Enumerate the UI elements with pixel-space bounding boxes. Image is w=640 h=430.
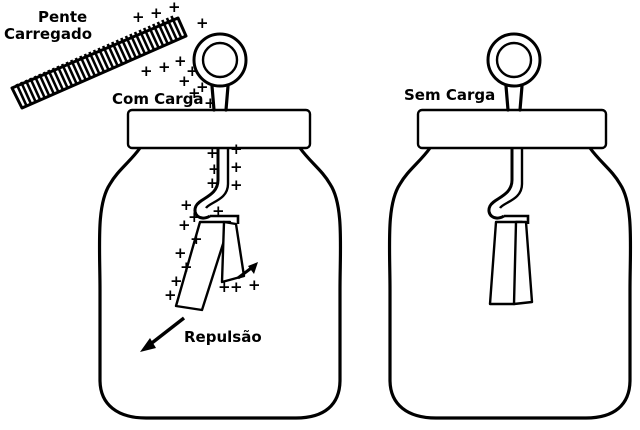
- positive-charge-symbol: +: [206, 144, 219, 162]
- comb-tooth: [170, 15, 183, 39]
- charged-comb: [10, 15, 188, 110]
- positive-charge-symbol: +: [158, 58, 171, 76]
- hook-rod: [193, 148, 220, 220]
- comb-tooth: [83, 53, 97, 77]
- comb-label-line1: Pente: [38, 8, 87, 26]
- comb-tooth: [156, 21, 169, 45]
- uncharged-state-label: Sem Carga: [404, 86, 495, 104]
- comb-tooth: [65, 61, 78, 85]
- positive-charge-symbol: +: [196, 78, 209, 96]
- comb-tooth: [152, 23, 165, 47]
- comb-tooth: [47, 69, 60, 93]
- comb-tooth: [60, 63, 74, 87]
- positive-charge-symbol: +: [248, 276, 261, 294]
- jar-body: [387, 146, 633, 420]
- hook-ring: [486, 32, 542, 88]
- positive-charge-symbol: +: [230, 176, 243, 194]
- comb-tooth: [97, 47, 110, 71]
- uncharged-jar: [387, 32, 633, 420]
- repulsion-arrow-left: [146, 316, 186, 348]
- positive-charge-symbol: +: [174, 244, 187, 262]
- comb-tooth: [124, 35, 138, 59]
- comb-tooth: [29, 77, 42, 101]
- comb-tooth: [24, 79, 37, 103]
- comb-tooth: [42, 71, 56, 95]
- comb-tooth: [74, 57, 87, 81]
- comb-tooth: [147, 25, 160, 49]
- positive-charge-symbol: +: [170, 272, 183, 290]
- jar-body: [97, 146, 343, 420]
- comb-tooth: [79, 55, 92, 79]
- comb-tooth: [88, 51, 101, 75]
- comb-tooth: [165, 17, 179, 41]
- comb-tooth: [115, 39, 128, 63]
- foil-leaf-left: [174, 220, 232, 312]
- comb-tooth: [129, 33, 142, 57]
- jar-lid: [416, 108, 608, 150]
- comb-tooth: [70, 59, 83, 83]
- jar-lid: [126, 108, 312, 150]
- positive-charge-symbol: +: [140, 62, 153, 80]
- comb-tooth: [33, 75, 46, 99]
- comb-tooth: [111, 41, 124, 65]
- positive-charge-symbol: +: [230, 158, 243, 176]
- positive-charge-symbol: +: [212, 202, 225, 220]
- positive-charge-symbol: +: [178, 216, 191, 234]
- positive-charge-symbol: +: [208, 160, 221, 178]
- hook-ring: [192, 32, 248, 88]
- positive-charges: ++++++++++++++++++++++++++++++: [132, 0, 261, 304]
- comb-tooth: [15, 83, 28, 107]
- positive-charge-symbol: +: [204, 94, 217, 112]
- comb-tooth: [92, 49, 106, 73]
- positive-charge-symbol: +: [178, 72, 191, 90]
- positive-charge-symbol: +: [132, 8, 145, 26]
- comb-tooth: [161, 19, 174, 43]
- comb-tooth: [106, 43, 119, 67]
- positive-charge-symbol: +: [206, 174, 219, 192]
- comb-label-line2: Carregado: [4, 25, 92, 43]
- comb-tooth: [51, 67, 65, 91]
- foil-leaf-right: [220, 220, 246, 284]
- foil-leaf-right: [512, 220, 534, 306]
- positive-charge-symbol: +: [230, 278, 243, 296]
- charged-state-label: Com Carga: [112, 90, 204, 108]
- repulsion-label: Repulsão: [184, 328, 262, 346]
- comb-tooth: [120, 37, 133, 61]
- positive-charge-symbol: +: [190, 230, 203, 248]
- positive-charge-symbol: +: [164, 286, 177, 304]
- positive-charge-symbol: +: [188, 208, 201, 226]
- positive-charge-symbol: +: [180, 258, 193, 276]
- positive-charge-symbol: +: [180, 196, 193, 214]
- comb-tooth: [142, 27, 156, 51]
- comb-tooth: [101, 45, 115, 69]
- comb-tooth: [38, 73, 51, 97]
- charged-jar: [97, 32, 343, 420]
- hook-rod: [487, 148, 514, 220]
- comb-tooth: [138, 29, 151, 53]
- positive-charge-symbol: +: [186, 62, 199, 80]
- positive-charge-symbol: +: [230, 140, 243, 158]
- comb-tooth: [56, 65, 69, 89]
- positive-charge-symbol: +: [188, 84, 201, 102]
- positive-charge-symbol: +: [218, 278, 231, 296]
- comb-tooth: [19, 81, 33, 105]
- positive-charge-symbol: +: [168, 0, 181, 16]
- comb-tooth: [133, 31, 147, 55]
- positive-charge-symbol: +: [174, 52, 187, 70]
- positive-charge-symbol: +: [196, 14, 209, 32]
- positive-charge-symbol: +: [150, 4, 163, 22]
